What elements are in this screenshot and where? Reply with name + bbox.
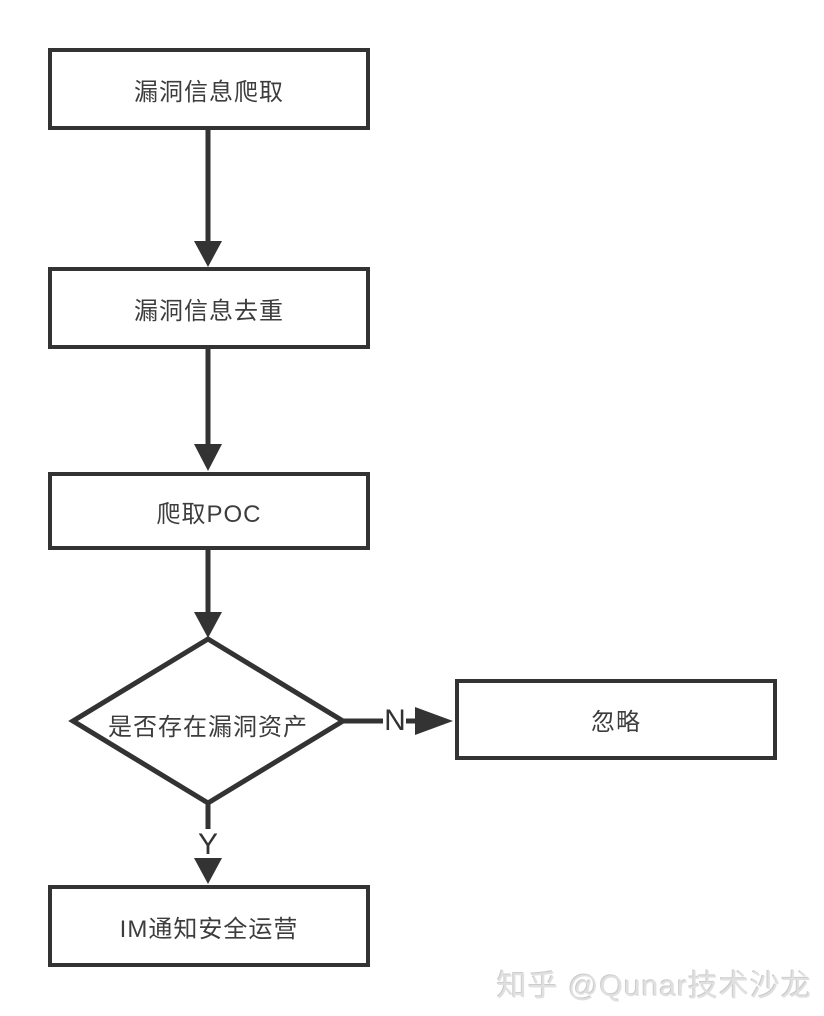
node-crawl-vuln-info: 漏洞信息爬取 <box>48 48 370 130</box>
node-crawl-vuln-info-label: 漏洞信息爬取 <box>134 78 284 106</box>
node-ignore-label: 忽略 <box>591 709 641 736</box>
node-ignore: 忽略 <box>455 679 777 760</box>
edge-label-no: N <box>384 704 406 737</box>
arrow-decision-yes <box>194 803 222 884</box>
node-crawl-poc: 爬取POC <box>48 472 370 550</box>
arrow-crawl-to-dedup <box>194 130 222 267</box>
watermark-zhihu-qunar: 知乎 @Qunar技术沙龙 <box>496 970 812 1003</box>
node-im-notify-secops: IM通知安全运营 <box>48 885 370 967</box>
arrow-dedup-to-poc <box>194 349 222 471</box>
node-check-vuln-asset-label: 是否存在漏洞资产 <box>108 714 308 741</box>
node-dedup-vuln-info: 漏洞信息去重 <box>48 267 370 349</box>
edge-label-yes: Y <box>197 828 218 861</box>
node-im-notify-secops-label: IM通知安全运营 <box>119 915 299 943</box>
node-crawl-poc-label: 爬取POC <box>156 500 262 528</box>
arrow-poc-to-decision <box>194 550 222 638</box>
arrow-decision-no <box>343 707 453 735</box>
node-dedup-vuln-info-label: 漏洞信息去重 <box>134 297 284 325</box>
